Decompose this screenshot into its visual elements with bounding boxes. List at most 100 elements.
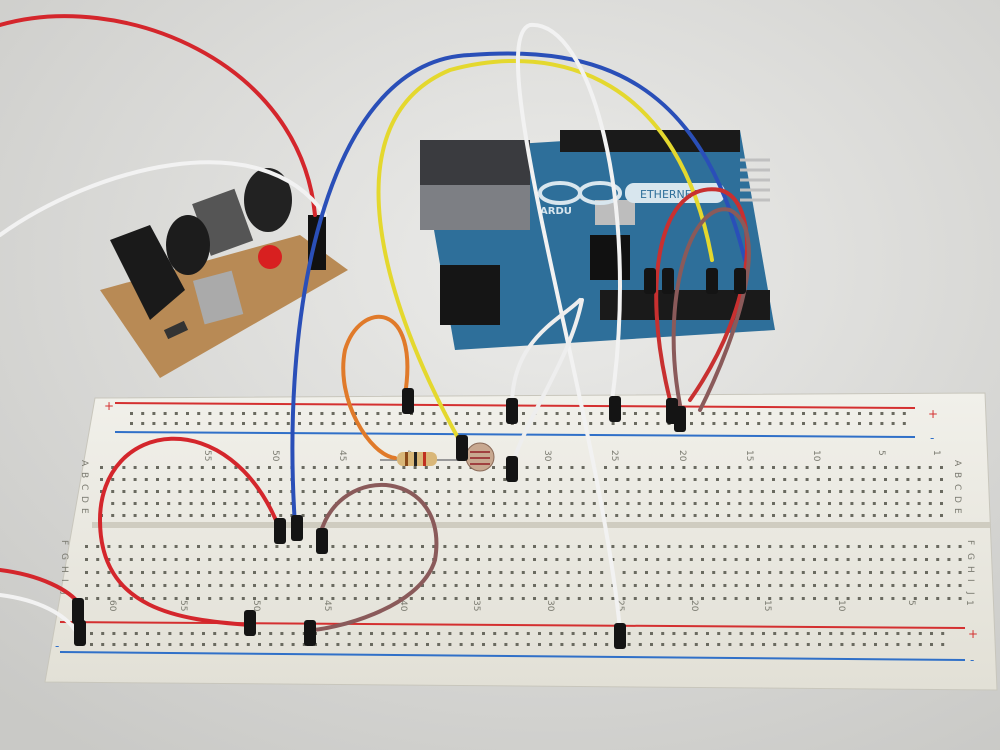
hole (745, 558, 749, 561)
hole (667, 597, 671, 600)
hole (637, 502, 641, 505)
hole (197, 597, 200, 600)
hole (492, 490, 495, 493)
hole (447, 502, 451, 505)
hole (846, 545, 850, 548)
hole (197, 422, 201, 425)
hole (805, 478, 809, 481)
column-number: 30 (545, 600, 555, 612)
hole (269, 632, 273, 635)
hole (857, 597, 861, 600)
hole (884, 502, 887, 505)
hole (626, 478, 630, 481)
hole (286, 597, 290, 600)
hole (96, 545, 100, 548)
hole (813, 597, 816, 600)
hole (716, 502, 719, 505)
hole (727, 502, 731, 505)
hole (656, 412, 660, 415)
hole (454, 597, 458, 600)
hole (279, 502, 283, 505)
hole (648, 502, 652, 505)
hole (678, 584, 682, 587)
hole (824, 584, 828, 587)
hole (403, 643, 407, 646)
hole (152, 422, 156, 425)
hole (795, 632, 799, 635)
hole (600, 597, 604, 600)
column-number: 45 (322, 600, 332, 611)
hole (570, 466, 574, 469)
hole (626, 466, 630, 469)
hole (522, 422, 525, 425)
hole (727, 466, 731, 469)
hole (269, 643, 273, 646)
hole (884, 478, 887, 481)
hole (376, 545, 380, 548)
hole (549, 632, 553, 635)
hole (354, 412, 357, 415)
hole (660, 502, 663, 505)
hole (783, 490, 787, 493)
hole (437, 643, 441, 646)
hole (387, 584, 391, 587)
row-letter: J (965, 591, 975, 595)
hole (828, 502, 831, 505)
hole (241, 584, 245, 587)
hole (712, 584, 716, 587)
hole (465, 597, 469, 600)
hole (824, 545, 828, 548)
wire-plug (506, 456, 518, 482)
hole (794, 514, 798, 517)
hole (872, 514, 876, 517)
hole (813, 412, 817, 415)
hole (208, 597, 212, 600)
hole (212, 466, 215, 469)
hole (111, 514, 115, 517)
hole (178, 514, 182, 517)
hole (179, 643, 183, 646)
hole (152, 571, 156, 574)
hole (96, 558, 100, 561)
hole (701, 558, 704, 561)
hole (790, 597, 794, 600)
hole (816, 502, 820, 505)
row-letter: C (952, 484, 962, 490)
hole (712, 571, 716, 574)
hole (219, 558, 223, 561)
column-number: 25 (609, 450, 619, 461)
hole (107, 597, 111, 600)
arduino-brand-text: ARDU (540, 206, 572, 217)
hole (470, 643, 474, 646)
brown-loop-wire (308, 483, 439, 632)
hole (592, 514, 596, 517)
column-number: 5 (906, 600, 916, 606)
hole (335, 514, 339, 517)
hole (521, 597, 525, 600)
hole (958, 545, 962, 548)
hole (689, 597, 693, 600)
hole (548, 490, 551, 493)
hole (906, 514, 910, 517)
hole (320, 571, 324, 574)
hole (645, 558, 648, 561)
hole (604, 490, 607, 493)
hole (503, 466, 507, 469)
hole (443, 422, 447, 425)
hole (365, 558, 368, 561)
hole (409, 558, 413, 561)
hole (958, 571, 962, 574)
hole (622, 584, 626, 587)
row-letter: F (965, 540, 975, 545)
hole (268, 514, 271, 517)
hole (357, 466, 361, 469)
hole (712, 545, 716, 548)
hole (335, 490, 339, 493)
hole (913, 571, 917, 574)
hole (828, 478, 831, 481)
hole (443, 571, 447, 574)
hole (477, 558, 480, 561)
hole (380, 490, 383, 493)
hole (197, 412, 201, 415)
hole (615, 490, 619, 493)
